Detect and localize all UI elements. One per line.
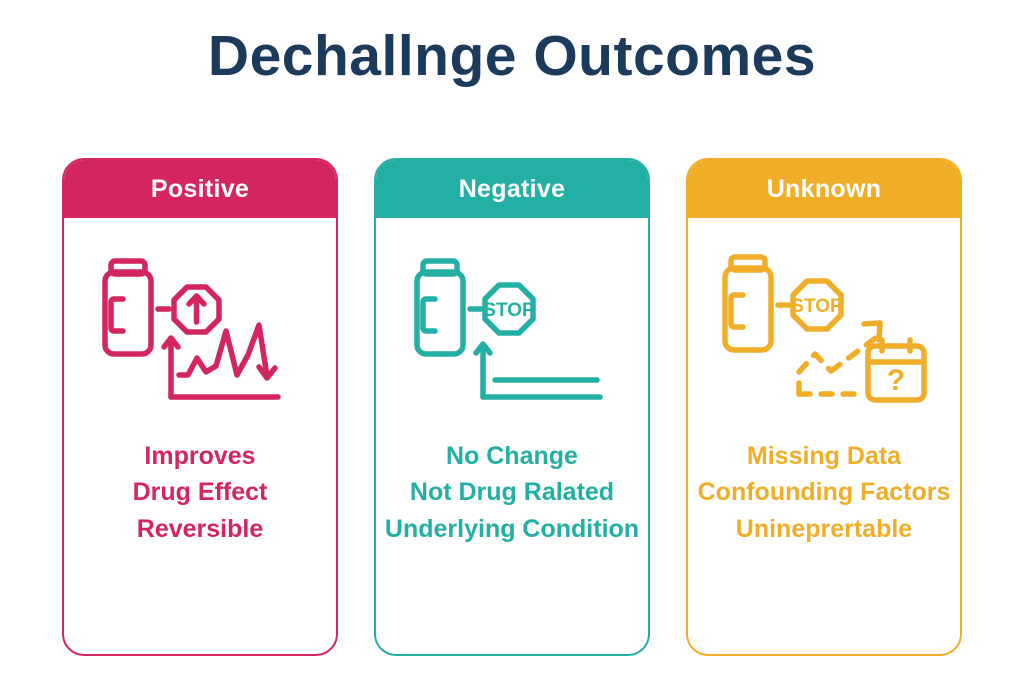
octagon-shape <box>789 278 844 332</box>
negative-line-2: Not Drug Ralated <box>409 478 615 507</box>
octagon-shape <box>170 284 222 335</box>
positive-line-3: Reversible <box>136 514 264 543</box>
card-header-negative: Negative <box>376 160 648 218</box>
vial-label-shape <box>107 296 126 334</box>
dashed-rising-path-left <box>795 351 834 397</box>
vial-cap-shape <box>419 258 460 277</box>
positive-lines: Improves Drug Effect Reversible <box>64 438 336 547</box>
positive-icon <box>83 254 318 404</box>
octagon-shape <box>481 282 536 336</box>
outcome-card-unknown[interactable]: Unknown STOP <box>686 158 962 656</box>
dashed-arrow-head <box>860 320 883 343</box>
page-title: Dechallnge Outcomes <box>207 24 817 88</box>
unknown-line-3: Unineprertable <box>735 514 913 543</box>
jagged-declining-series <box>175 322 270 379</box>
stop-label: STOP <box>483 300 535 321</box>
dashed-rising-path-right <box>827 334 880 374</box>
vial-label-shape <box>727 292 746 330</box>
negative-icon: STOP <box>395 254 630 404</box>
unknown-icon: STOP ? <box>707 254 942 404</box>
outcome-card-negative[interactable]: Negative STOP <box>374 158 650 656</box>
negative-line-3: Underlying Condition <box>384 514 640 543</box>
declining-arrow-head <box>255 364 278 381</box>
chart-y-axis-arrow <box>472 341 493 356</box>
outcome-card-positive[interactable]: Positive <box>62 158 338 656</box>
octagon-up-arrow-head <box>185 293 207 307</box>
vial-label-shape <box>419 296 438 334</box>
outcome-cards-row: Positive <box>62 158 962 656</box>
positive-line-1: Improves <box>144 442 256 470</box>
vial-cap-shape <box>727 254 768 273</box>
unknown-line-1: Missing Data <box>746 442 902 470</box>
card-header-positive: Positive <box>64 160 336 218</box>
vial-cap-shape <box>107 258 148 277</box>
chart-y-axis-arrow <box>160 335 181 350</box>
negative-lines: No Change Not Drug Ralated Underlying Co… <box>376 438 648 547</box>
stop-label: STOP <box>791 296 843 317</box>
unknown-line-2: Confounding Factors <box>697 478 951 507</box>
calendar-body-shape <box>864 343 927 403</box>
negative-line-1: No Change <box>446 442 578 470</box>
unknown-lines: Missing Data Confounding Factors Uninepr… <box>688 438 960 547</box>
positive-line-2: Drug Effect <box>132 478 268 507</box>
card-header-unknown: Unknown <box>688 160 960 218</box>
calendar-question-label: ? <box>886 364 904 397</box>
